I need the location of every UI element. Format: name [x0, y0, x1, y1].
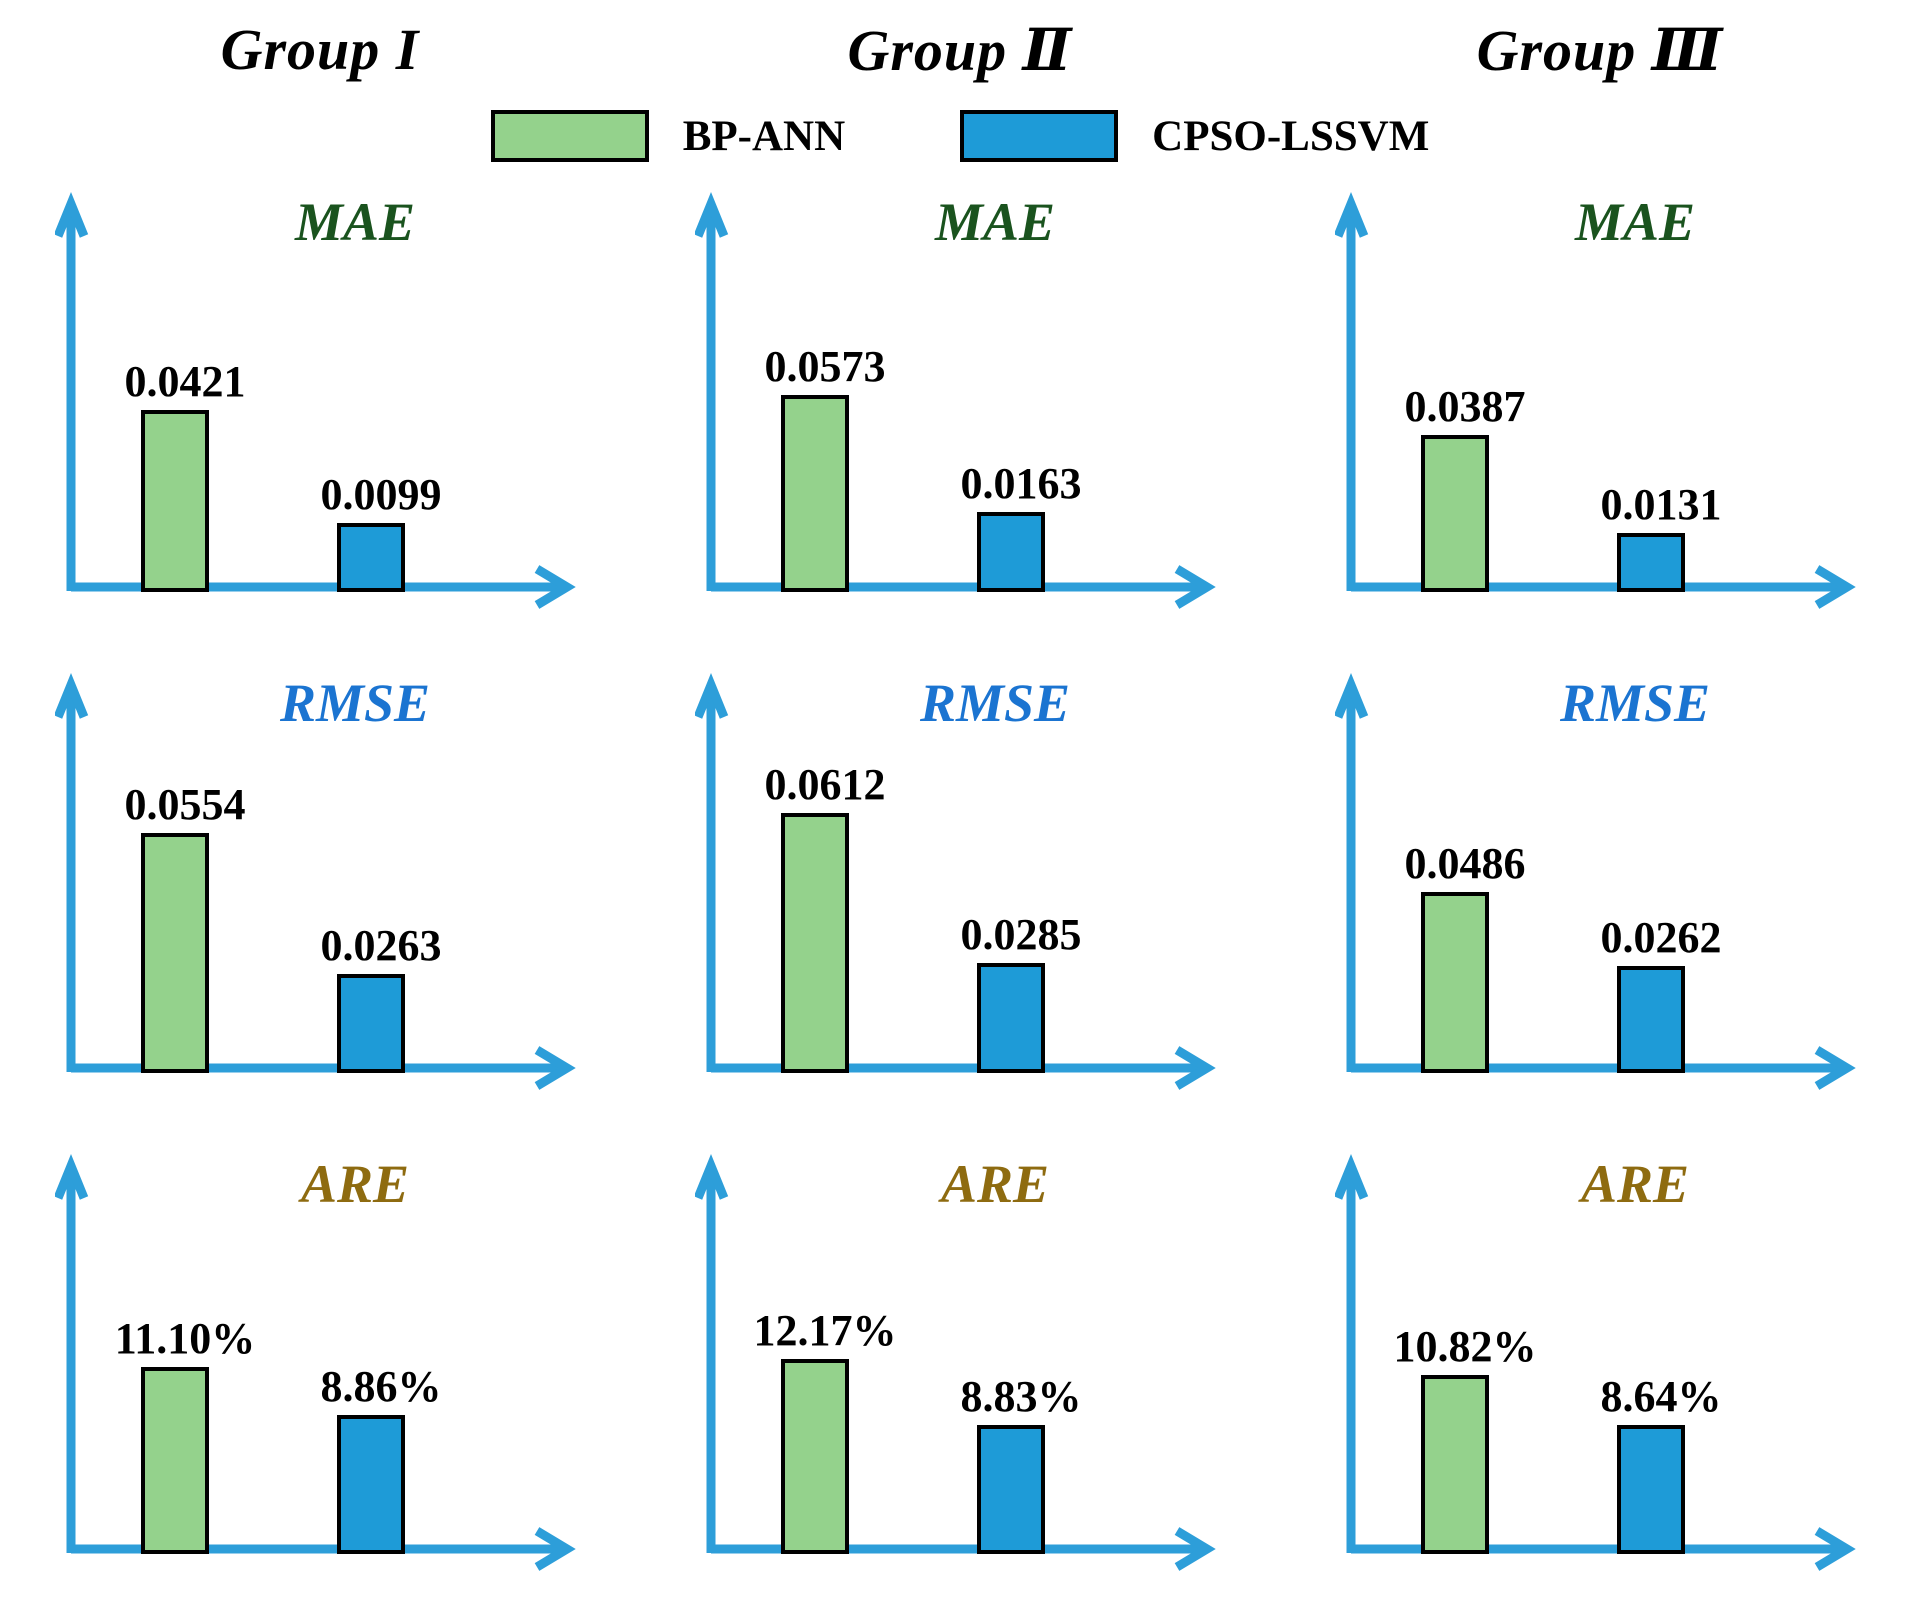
chart-canvas: ARE 12.17% 8.83%: [695, 1154, 1216, 1571]
chart-group1-are: ARE 11.10% 8.86%: [0, 1134, 640, 1579]
x-axis-arrow-icon: [1814, 565, 1856, 609]
legend-item-cpso-lssvm: CPSO-LSSVM: [960, 110, 1429, 162]
x-axis-arrow-icon: [534, 1527, 576, 1571]
chart-title: ARE: [298, 1154, 409, 1214]
legend-label-bp-ann: BP-ANN: [682, 112, 846, 160]
bar-value-label-cpso-lssvm: 0.0263: [321, 921, 442, 970]
chart-canvas: ARE 10.82% 8.64%: [1335, 1154, 1856, 1571]
chart-group2-rmse: RMSE 0.0612 0.0285: [640, 653, 1280, 1098]
chart-group3-mae: MAE 0.0387 0.0131: [1280, 172, 1920, 617]
bar-value-label-bp-ann: 0.0554: [125, 780, 246, 829]
bar-bp-ann: [1421, 435, 1489, 592]
y-axis-arrow-icon: [1335, 192, 1369, 238]
bar-bp-ann: [141, 410, 209, 592]
chart-title: ARE: [938, 1154, 1049, 1214]
bar-cpso-lssvm: [1617, 533, 1685, 592]
bar-bp-ann: [1421, 892, 1489, 1073]
bar-cpso-lssvm: [1617, 966, 1685, 1073]
chart-group2-mae: MAE 0.0573 0.0163: [640, 172, 1280, 617]
chart-title: RMSE: [1559, 673, 1710, 733]
legend-swatch-cpso-lssvm: [960, 110, 1119, 162]
chart-title: MAE: [934, 192, 1055, 252]
y-axis-arrow-icon: [55, 673, 89, 719]
bar-cpso-lssvm: [337, 1415, 405, 1554]
bar-cpso-lssvm: [977, 963, 1045, 1073]
y-axis-arrow-icon: [55, 192, 89, 238]
chart-title: RMSE: [919, 673, 1070, 733]
x-axis-arrow-icon: [534, 565, 576, 609]
bar-value-label-bp-ann: 12.17%: [754, 1306, 897, 1355]
bar-value-label-bp-ann: 0.0421: [125, 357, 246, 406]
bar-bp-ann: [781, 395, 849, 592]
bar-bp-ann: [1421, 1375, 1489, 1554]
chart-title: MAE: [1574, 192, 1695, 252]
chart-title: ARE: [1578, 1154, 1689, 1214]
x-axis-arrow-icon: [534, 1046, 576, 1090]
bar-bp-ann: [781, 1359, 849, 1554]
bar-value-label-cpso-lssvm: 0.0131: [1601, 480, 1722, 529]
y-axis-arrow-icon: [695, 1154, 729, 1200]
y-axis-arrow-icon: [695, 673, 729, 719]
y-axis-arrow-icon: [55, 1154, 89, 1200]
y-axis-arrow-icon: [695, 192, 729, 238]
x-axis-arrow-icon: [1814, 1527, 1856, 1571]
bar-value-label-bp-ann: 0.0573: [765, 342, 886, 391]
bar-bp-ann: [141, 1367, 209, 1554]
chart-title: MAE: [294, 192, 415, 252]
chart-canvas: MAE 0.0387 0.0131: [1335, 192, 1856, 609]
chart-group1-rmse: RMSE 0.0554 0.0263: [0, 653, 640, 1098]
bar-cpso-lssvm: [1617, 1425, 1685, 1554]
bar-value-label-bp-ann: 11.10%: [115, 1314, 256, 1363]
x-axis-arrow-icon: [1174, 1046, 1216, 1090]
chart-group2-are: ARE 12.17% 8.83%: [640, 1134, 1280, 1579]
chart-canvas: MAE 0.0573 0.0163: [695, 192, 1216, 609]
bar-value-label-bp-ann: 0.0486: [1405, 839, 1526, 888]
chart-canvas: MAE 0.0421 0.0099: [55, 192, 576, 609]
bar-cpso-lssvm: [337, 523, 405, 592]
bar-value-label-cpso-lssvm: 0.0163: [961, 459, 1082, 508]
group-header-2: Group Ⅱ: [847, 18, 1073, 83]
x-axis-arrow-icon: [1174, 1527, 1216, 1571]
bar-value-label-cpso-lssvm: 0.0285: [961, 910, 1082, 959]
legend-swatch-bp-ann: [490, 110, 649, 162]
x-axis-arrow-icon: [1814, 1046, 1856, 1090]
bar-value-label-cpso-lssvm: 8.64%: [1601, 1372, 1722, 1421]
chart-canvas: RMSE 0.0554 0.0263: [55, 673, 576, 1090]
bar-value-label-bp-ann: 0.0612: [765, 760, 886, 809]
chart-group3-are: ARE 10.82% 8.64%: [1280, 1134, 1920, 1579]
bar-value-label-cpso-lssvm: 8.83%: [961, 1372, 1082, 1421]
chart-canvas: RMSE 0.0486 0.0262: [1335, 673, 1856, 1090]
group-header-3: Group Ⅲ: [1476, 18, 1724, 83]
chart-group3-rmse: RMSE 0.0486 0.0262: [1280, 653, 1920, 1098]
bar-value-label-cpso-lssvm: 8.86%: [321, 1362, 442, 1411]
bar-cpso-lssvm: [977, 1425, 1045, 1554]
bar-value-label-bp-ann: 0.0387: [1405, 382, 1526, 431]
chart-title: RMSE: [279, 673, 430, 733]
y-axis-arrow-icon: [1335, 673, 1369, 719]
chart-group1-mae: MAE 0.0421 0.0099: [0, 172, 640, 617]
bar-value-label-cpso-lssvm: 0.0099: [321, 470, 442, 519]
group-header-1: Group I: [220, 17, 420, 82]
chart-canvas: ARE 11.10% 8.86%: [55, 1154, 576, 1571]
legend-item-bp-ann: BP-ANN: [490, 110, 846, 162]
bar-cpso-lssvm: [337, 974, 405, 1073]
charts-grid: MAE 0.0421 0.0099 MAE 0.0573 0.0163 MAE 0.038…: [0, 172, 1920, 1579]
x-axis-arrow-icon: [1174, 565, 1216, 609]
bar-value-label-bp-ann: 10.82%: [1394, 1322, 1537, 1371]
y-axis-arrow-icon: [1335, 1154, 1369, 1200]
bar-cpso-lssvm: [977, 512, 1045, 592]
bar-value-label-cpso-lssvm: 0.0262: [1601, 913, 1722, 962]
legend-label-cpso-lssvm: CPSO-LSSVM: [1152, 112, 1430, 160]
group-headers: Group I Group Ⅱ Group Ⅲ: [0, 0, 1920, 84]
bar-bp-ann: [141, 833, 209, 1073]
chart-canvas: RMSE 0.0612 0.0285: [695, 673, 1216, 1090]
legend: BP-ANN CPSO-LSSVM: [0, 110, 1920, 162]
bar-bp-ann: [781, 813, 849, 1073]
